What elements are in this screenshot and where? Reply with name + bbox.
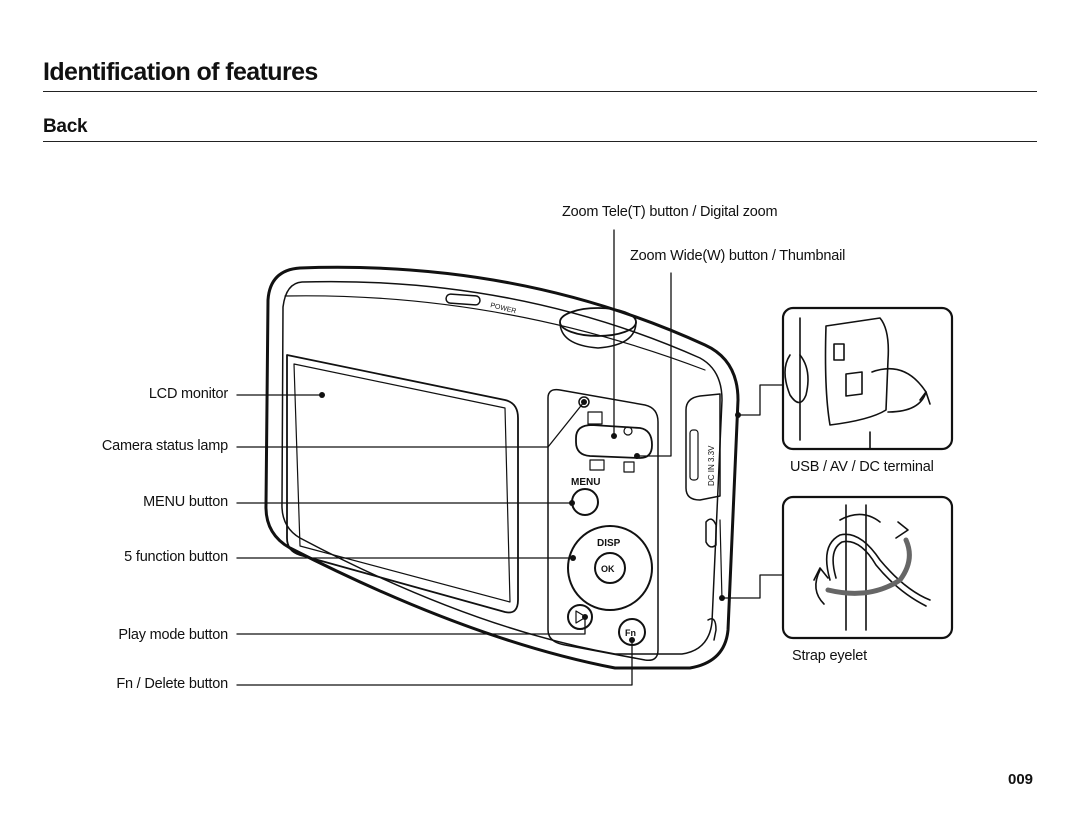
section-rule	[43, 141, 1037, 142]
label-lcd-monitor: LCD monitor	[148, 386, 228, 402]
zoom-rocker	[575, 424, 653, 459]
label-usb-terminal: USB / AV / DC terminal	[790, 459, 934, 475]
usb-inset-frame	[781, 306, 954, 451]
power-button	[445, 293, 481, 306]
title-rule	[43, 91, 1037, 92]
label-function-button: 5 function button	[124, 549, 228, 565]
strap-inset-frame	[781, 495, 954, 640]
lcd-screen	[293, 363, 511, 603]
page-number: 009	[1008, 771, 1034, 788]
ok-button-shape	[594, 552, 626, 584]
dc-in-marking: DC IN 3.3V	[707, 445, 716, 486]
ok-marking: OK	[601, 564, 615, 574]
shutter-dial	[559, 307, 637, 337]
label-fn-delete-button: Fn / Delete button	[116, 676, 228, 692]
page-title: Identification of features	[43, 58, 318, 86]
label-play-mode-button: Play mode button	[118, 627, 228, 643]
menu-marking: MENU	[571, 477, 600, 488]
label-menu-button: MENU button	[143, 494, 228, 510]
camera-body	[264, 265, 740, 670]
fn-marking: Fn	[625, 628, 636, 638]
usb-cover	[685, 393, 721, 501]
status-lamp	[578, 396, 590, 408]
label-zoom-tele: Zoom Tele(T) button / Digital zoom	[562, 204, 778, 220]
control-panel	[547, 388, 659, 662]
label-status-lamp: Camera status lamp	[101, 438, 228, 454]
menu-button-shape	[571, 488, 599, 516]
strap-eyelet-shape	[705, 518, 717, 548]
function-dial	[567, 525, 653, 611]
label-strap-eyelet: Strap eyelet	[792, 648, 867, 664]
label-zoom-wide: Zoom Wide(W) button / Thumbnail	[630, 248, 846, 264]
play-button-shape	[567, 604, 593, 630]
section-title: Back	[43, 116, 88, 137]
lcd-frame	[286, 354, 519, 614]
disp-marking: DISP	[597, 538, 621, 549]
